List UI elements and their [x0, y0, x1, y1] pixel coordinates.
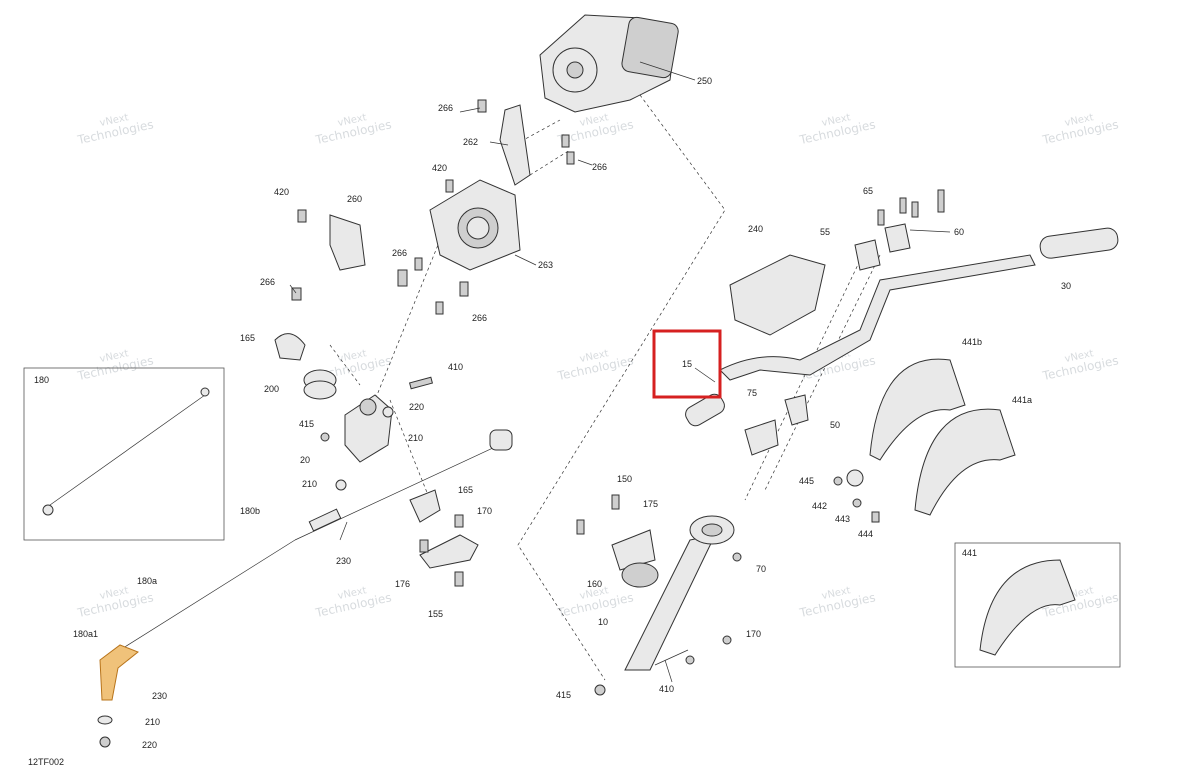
- callout-210: 210: [145, 717, 160, 727]
- tie-rods: [97, 429, 513, 748]
- callout-20: 20: [300, 455, 310, 465]
- steering-column-left: [274, 333, 479, 587]
- callout-176: 176: [395, 579, 410, 589]
- callout-266: 266: [260, 277, 275, 287]
- callout-266: 266: [472, 313, 487, 323]
- highlight-leader: [694, 367, 716, 383]
- callout-75: 75: [747, 388, 757, 398]
- callout-410: 410: [659, 684, 674, 694]
- callout-410: 410: [448, 362, 463, 372]
- callout-200: 200: [264, 384, 279, 394]
- callout-50: 50: [830, 420, 840, 430]
- handlebar-assembly: [685, 189, 1119, 456]
- callout-160: 160: [587, 579, 602, 589]
- callout-263: 263: [538, 260, 553, 270]
- power-steering-motor: [539, 14, 696, 113]
- callout-70: 70: [756, 564, 766, 574]
- callout-262: 262: [463, 137, 478, 147]
- callout-230: 230: [152, 691, 167, 701]
- callout-210: 210: [302, 479, 317, 489]
- callout-260: 260: [347, 194, 362, 204]
- callout-175: 175: [643, 499, 658, 509]
- callout-415: 415: [556, 690, 571, 700]
- callout-10: 10: [598, 617, 608, 627]
- callout-443: 443: [835, 514, 850, 524]
- callout-150: 150: [617, 474, 632, 484]
- callout-165: 165: [240, 333, 255, 343]
- handlebar-guards: [833, 358, 1121, 668]
- callout-415: 415: [299, 419, 314, 429]
- callout-220: 220: [142, 740, 157, 750]
- tie-rod-inset: [23, 367, 225, 541]
- callout-220: 220: [409, 402, 424, 412]
- callout-55: 55: [820, 227, 830, 237]
- highlight-label: 15: [682, 359, 692, 369]
- callout-65: 65: [863, 186, 873, 196]
- callout-441b: 441b: [962, 337, 982, 347]
- callout-180a: 180a: [137, 576, 157, 586]
- steering-column-lower: [576, 494, 742, 696]
- steering-bracket-assembly: [289, 99, 593, 315]
- callout-165: 165: [458, 485, 473, 495]
- callout-155: 155: [428, 609, 443, 619]
- callout-250: 250: [697, 76, 712, 86]
- callout-266: 266: [392, 248, 407, 258]
- callout-266: 266: [438, 103, 453, 113]
- callout-170: 170: [746, 629, 761, 639]
- callout-labels: 250 266 262 266 420 420 260 266 263 266 …: [34, 76, 1071, 750]
- highlight-box: [652, 329, 722, 399]
- callout-180a1: 180a1: [73, 629, 98, 639]
- callout-230: 230: [336, 556, 351, 566]
- callout-60: 60: [954, 227, 964, 237]
- callout-170: 170: [477, 506, 492, 516]
- callout-210: 210: [408, 433, 423, 443]
- callout-240: 240: [748, 224, 763, 234]
- callout-441: 441: [962, 548, 977, 558]
- figure-id: 12TF002: [28, 757, 64, 767]
- callout-30: 30: [1061, 281, 1071, 291]
- callout-445: 445: [799, 476, 814, 486]
- callout-266: 266: [592, 162, 607, 172]
- callout-420: 420: [274, 187, 289, 197]
- callout-180: 180: [34, 375, 49, 385]
- callout-442: 442: [812, 501, 827, 511]
- callout-420: 420: [432, 163, 447, 173]
- callout-441a: 441a: [1012, 395, 1032, 405]
- callout-444: 444: [858, 529, 873, 539]
- callout-180b: 180b: [240, 506, 260, 516]
